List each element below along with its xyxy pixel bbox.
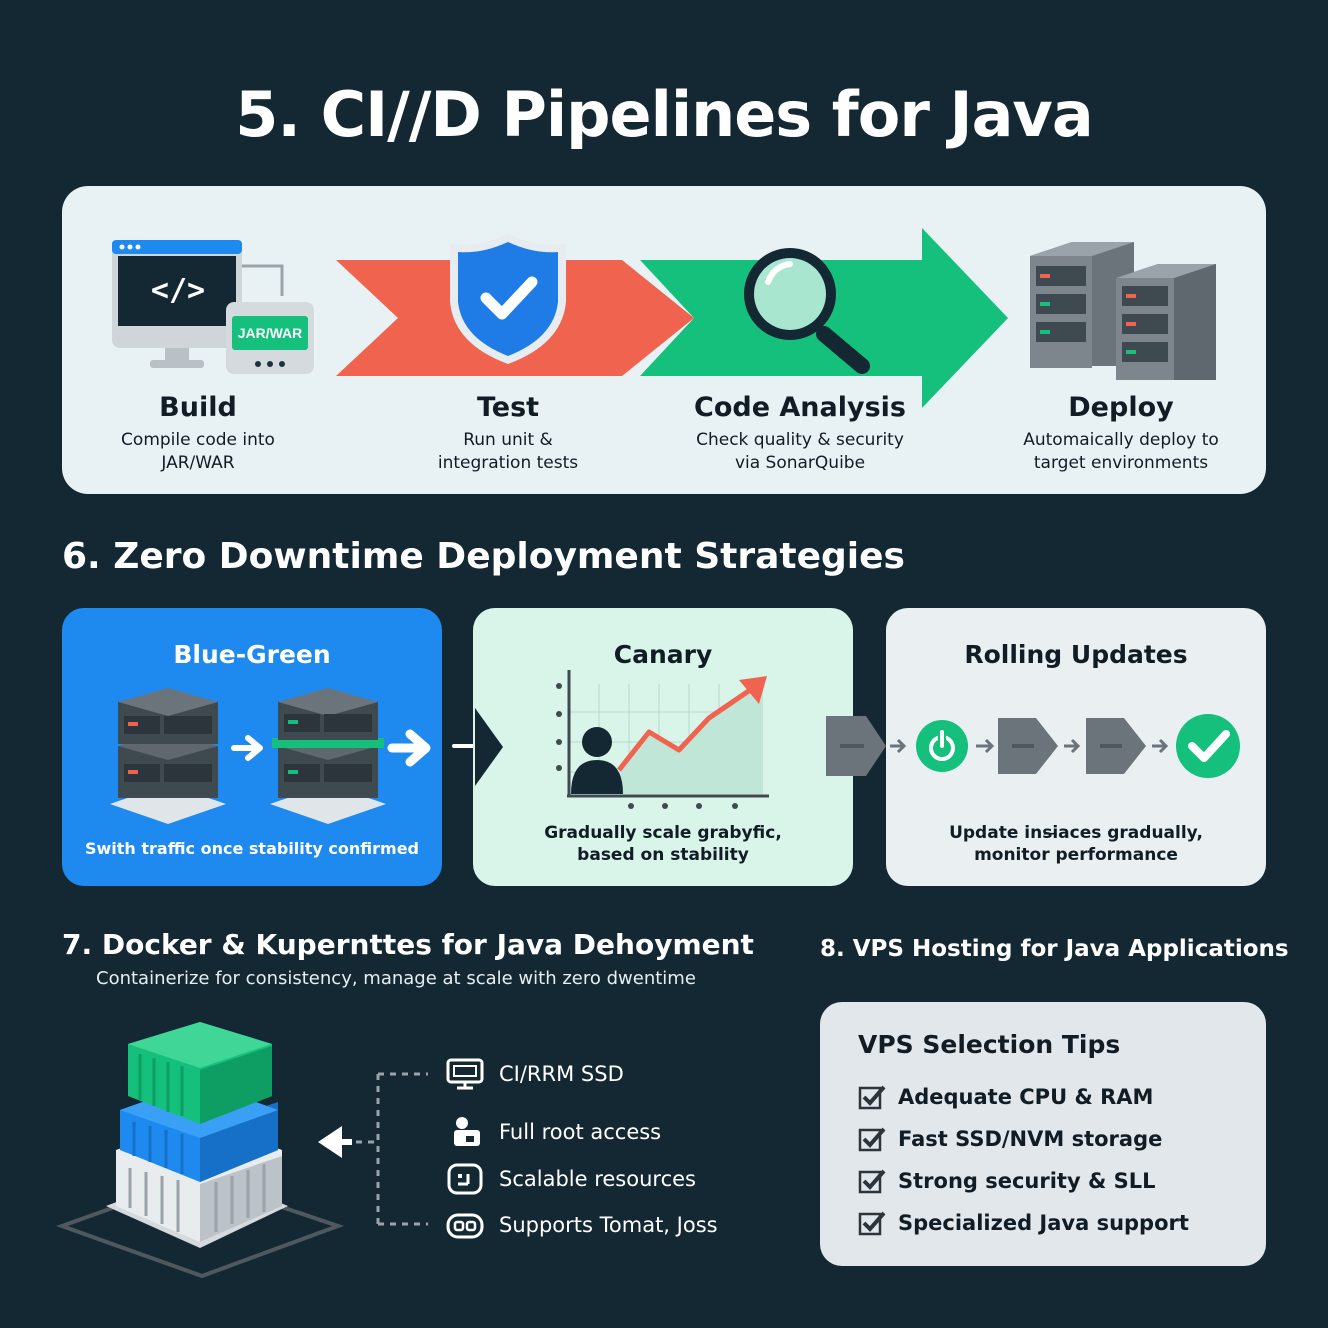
feature-item: CI/RRM SSD [446, 1056, 624, 1092]
server-stack-icon [110, 688, 226, 824]
strategy-desc: Update insi̶aces gradually, monitor perf… [949, 823, 1203, 865]
stage-name: Deploy [1068, 392, 1174, 423]
page-title: 5. CI//D Pipelines for Java [235, 78, 1093, 151]
strategy-rolling-updates: Rolling Updates Update insi̶aces gradual… [886, 608, 1266, 886]
checkbox-checked-icon [858, 1169, 886, 1194]
feature-label: Scalable resources [499, 1167, 696, 1191]
strategy-blue-green: Blue-Green Swith traffic once [62, 608, 442, 886]
section-7-heading: 7. Docker & Kupernttes for Java Dehoymen… [62, 928, 754, 961]
tip-item: Fast SSD/NVM storage [858, 1126, 1162, 1152]
stage-desc: Check quality & security via SonarQuibe [696, 430, 904, 473]
stage-name: Code Analysis [694, 392, 906, 423]
arrow-right-icon [1064, 738, 1081, 754]
server-rack-icon [1030, 242, 1216, 380]
section-8-heading: 8. VPS Hosting for Java Applications [820, 936, 1289, 962]
step-chevron-icon [1086, 718, 1146, 774]
strategy-desc: Gradually scale grabyfic, based on stabi… [544, 823, 782, 865]
pipeline-graphic: </> JAR/WAR [112, 228, 1216, 408]
jar-war-badge-icon [226, 302, 314, 374]
feature-item: Scalable resources [446, 1161, 696, 1197]
check-circle-icon [1176, 714, 1240, 778]
computer-icon [112, 240, 284, 368]
dashed-connector [356, 1072, 428, 1226]
magnifier-icon [744, 248, 870, 374]
vps-tips-card: VPS Selection Tips Adequate CPU & RAM Fa… [820, 1002, 1266, 1266]
feature-label: CI/RRM SSD [499, 1062, 624, 1086]
stage-desc: Compile code into JAR/WAR [121, 430, 275, 473]
feature-label: Full root access [499, 1120, 662, 1144]
stage-code-analysis: Code Analysis Check quality & security v… [670, 392, 930, 475]
step-chevron-icon [998, 718, 1058, 774]
vps-card-title: VPS Selection Tips [858, 1030, 1121, 1059]
expand-icon [446, 1163, 484, 1195]
tip-label: Fast SSD/NVM storage [898, 1127, 1163, 1151]
container-stack-graphic [56, 1022, 428, 1279]
rolling-entry-chevron-icon [826, 716, 886, 776]
user-icon [571, 727, 623, 794]
jar-war-label: JAR/WAR [238, 325, 303, 341]
checkbox-checked-icon [858, 1085, 886, 1110]
strategy-canary: Canary Gradually scale grabyfic, based o… [473, 608, 853, 886]
arrow-right-icon [231, 735, 263, 761]
stage-build: Build Compile code into JAR/WAR [98, 392, 298, 475]
server-link-icon [446, 1209, 484, 1241]
arrow-right-icon [890, 738, 907, 754]
arrow-right-icon [976, 738, 995, 754]
stage-name: Test [476, 392, 540, 423]
tip-item: Specialized Java support [858, 1210, 1189, 1236]
strategy-title: Canary [613, 640, 713, 669]
stage-deploy: Deploy Automaically deploy to target env… [996, 392, 1246, 475]
stage-test: Test Run unit & integration tests [408, 392, 608, 475]
pipeline-card: </> JAR/WAR [62, 186, 1266, 494]
section-6-heading: 6. Zero Downtime Deployment Strategies [62, 536, 905, 577]
power-icon [916, 720, 968, 772]
code-glyph: </> [151, 273, 205, 308]
tip-item: Adequate CPU & RAM [858, 1084, 1153, 1110]
strategy-title: Rolling Updates [964, 640, 1188, 669]
server-stack-icon [270, 688, 386, 824]
stage-desc: Run unit & integration tests [437, 430, 579, 473]
feature-item: Supports Tomat, Joss [446, 1207, 718, 1243]
feature-item: Full root access [446, 1114, 661, 1150]
checkbox-checked-icon [858, 1127, 886, 1152]
tip-item: Strong security & SLL [858, 1168, 1156, 1194]
arrow-right-icon [387, 729, 431, 767]
container-icon [128, 1022, 272, 1124]
stage-desc: Automaically deploy to target environmen… [1023, 430, 1219, 473]
feature-label: Supports Tomat, Joss [499, 1213, 718, 1237]
rolling-graphic [890, 714, 1240, 778]
strategy-desc: Swith traffic once stability confirmed [84, 839, 420, 858]
canary-graphic [475, 670, 769, 809]
monitor-icon [446, 1058, 484, 1090]
checkbox-checked-icon [858, 1211, 886, 1236]
section-7-subtitle: Containerize for consistency, manage at … [96, 968, 696, 989]
stage-name: Build [159, 392, 237, 423]
tip-label: Adequate CPU & RAM [898, 1085, 1154, 1109]
strategy-title: Blue-Green [173, 640, 331, 669]
tip-label: Specialized Java support [898, 1211, 1189, 1235]
shield-icon [450, 234, 566, 364]
arrow-right-icon [1152, 738, 1169, 754]
tip-label: Strong security & SLL [898, 1169, 1156, 1193]
user-lock-icon [446, 1116, 484, 1148]
blue-green-graphic [110, 688, 431, 824]
arrow-left-icon [318, 1126, 352, 1158]
